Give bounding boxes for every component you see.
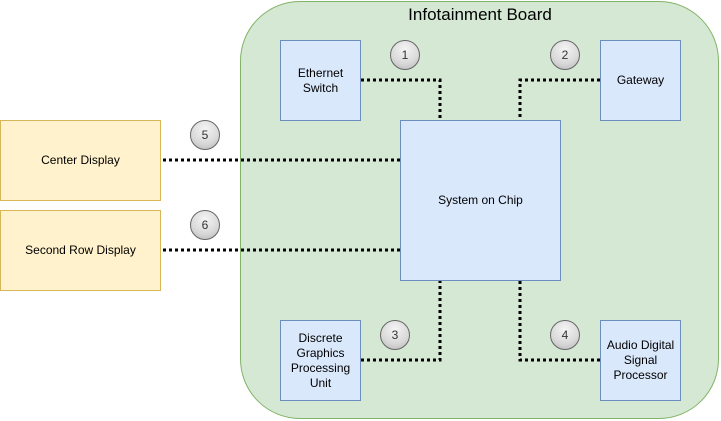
board-title: Infotainment Board <box>408 5 552 24</box>
ethernet-switch-label: Ethernet Switch <box>297 65 344 95</box>
badge-2: 2 <box>550 40 580 70</box>
gateway-node[interactable]: Gateway <box>600 40 681 121</box>
discrete-gpu-label: Discrete Graphics Processing Unit <box>290 330 351 390</box>
system-on-chip-label: System on Chip <box>438 193 523 207</box>
second-row-display-node[interactable]: Second Row Display <box>0 210 161 291</box>
badge-6: 6 <box>190 210 220 240</box>
ethernet-switch-node[interactable]: Ethernet Switch <box>280 40 361 121</box>
audio-dsp-node[interactable]: Audio Digital Signal Processor <box>600 320 681 401</box>
badge-1: 1 <box>390 40 420 70</box>
audio-dsp-label: Audio Digital Signal Processor <box>606 338 675 382</box>
center-display-label: Center Display <box>41 153 120 167</box>
badge-3: 3 <box>380 320 410 350</box>
badge-5: 5 <box>190 120 220 150</box>
badge-4: 4 <box>550 320 580 350</box>
system-on-chip-node[interactable]: System on Chip <box>400 120 561 281</box>
second-row-display-label: Second Row Display <box>25 243 136 257</box>
discrete-gpu-node[interactable]: Discrete Graphics Processing Unit <box>280 320 361 401</box>
center-display-node[interactable]: Center Display <box>0 120 161 201</box>
gateway-label: Gateway <box>616 73 665 87</box>
